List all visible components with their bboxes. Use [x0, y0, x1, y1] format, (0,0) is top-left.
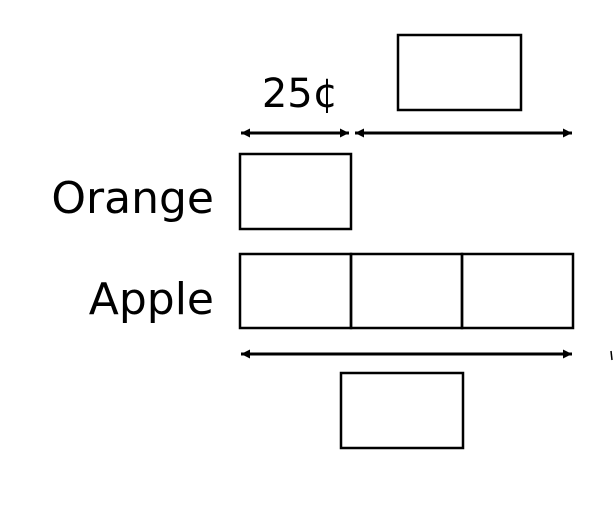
orange-row-label: Orange	[51, 173, 214, 224]
stray-mark	[610, 350, 613, 361]
apple-unit-bar	[349, 252, 464, 330]
orange-unit-bar	[238, 152, 353, 231]
apple-unit-bar	[238, 252, 353, 330]
apple-row-label: Apple	[89, 274, 214, 325]
unit-value-label: 25¢	[262, 71, 338, 117]
apple-unit-bar	[460, 252, 575, 330]
difference-answer-box[interactable]	[396, 33, 523, 112]
apple-total-answer-box[interactable]	[339, 371, 465, 450]
